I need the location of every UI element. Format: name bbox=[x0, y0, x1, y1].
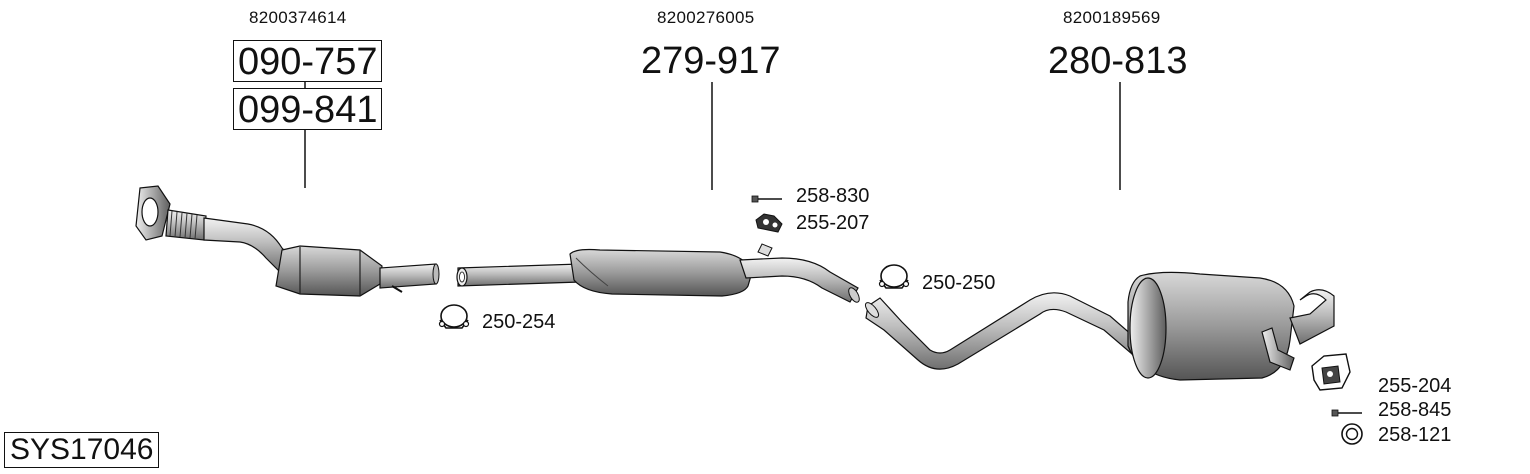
accessory-label-rubber-mount-middle[interactable]: 255-207 bbox=[796, 212, 870, 234]
accessory-label-mount-rear[interactable]: 255-204 bbox=[1378, 375, 1452, 397]
rubber-mount-icon-middle bbox=[755, 213, 783, 233]
part-number-box-catalyst[interactable]: 099-841 bbox=[233, 88, 383, 130]
clamp-icon-middle bbox=[878, 264, 910, 289]
clamp-icon-front bbox=[438, 304, 470, 329]
accessory-label-bolt-middle[interactable]: 258-830 bbox=[796, 185, 870, 207]
oe-number-rear: 8200189569 bbox=[1063, 8, 1161, 27]
accessory-label-clamp-middle[interactable]: 250-250 bbox=[922, 272, 996, 294]
rear-silencer-drawing bbox=[864, 271, 1335, 381]
mount-bracket-icon-rear bbox=[1311, 353, 1351, 391]
accessory-label-clamp-front[interactable]: 250-254 bbox=[482, 311, 556, 333]
oe-number-middle: 8200276005 bbox=[657, 8, 755, 27]
sealing-ring-icon-rear bbox=[1341, 423, 1363, 445]
bolt-icon-middle bbox=[751, 195, 782, 203]
oe-number-front: 8200374614 bbox=[249, 8, 347, 27]
bolt-icon-rear bbox=[1331, 409, 1362, 417]
accessory-label-bolt-rear[interactable]: 258-845 bbox=[1378, 399, 1452, 421]
part-number-rear-silencer[interactable]: 280-813 bbox=[1048, 40, 1188, 82]
part-number-middle-silencer[interactable]: 279-917 bbox=[641, 40, 781, 82]
accessory-label-ring-rear[interactable]: 258-121 bbox=[1378, 424, 1452, 446]
system-code-box: SYS17046 bbox=[4, 432, 160, 468]
front-pipe-catalyst-drawing bbox=[135, 185, 440, 297]
middle-silencer-drawing bbox=[456, 243, 860, 303]
part-number-box-front-pipe[interactable]: 090-757 bbox=[233, 40, 383, 82]
